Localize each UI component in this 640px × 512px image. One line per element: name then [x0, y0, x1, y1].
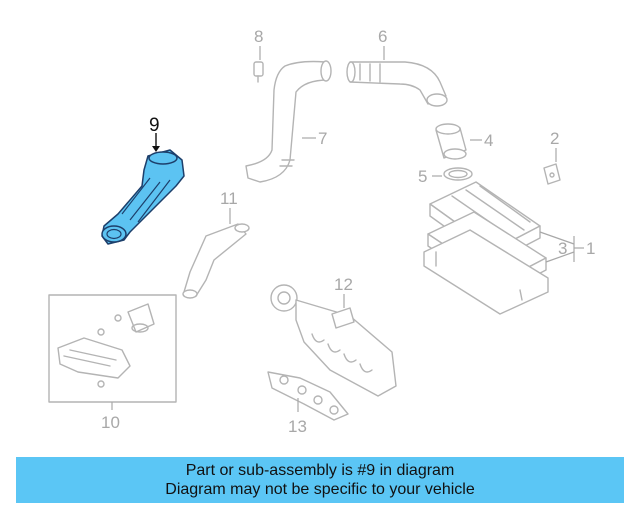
- callout-4: 4: [484, 131, 493, 150]
- parts-diagram: 8 6 7 9 4 5: [48, 27, 595, 436]
- part-10-inset-box[interactable]: [48, 294, 177, 403]
- callout-8: 8: [254, 27, 263, 46]
- callout-2: 2: [550, 129, 559, 148]
- part-12-intake-manifold[interactable]: [270, 284, 397, 397]
- callout-11: 11: [220, 189, 238, 208]
- leader-3a: [539, 231, 575, 245]
- part-13-gasket[interactable]: [267, 371, 349, 421]
- banner-line-1: Part or sub-assembly is #9 in diagram: [185, 462, 455, 479]
- part-9-air-duct-highlighted[interactable]: [101, 149, 185, 245]
- part-2-bracket[interactable]: [543, 163, 561, 185]
- part-5-seal-ring[interactable]: [443, 167, 473, 181]
- info-banner: Part or sub-assembly is #9 in diagram Di…: [16, 457, 624, 503]
- callout-6: 6: [378, 27, 387, 46]
- callout-10: 10: [101, 413, 120, 432]
- callout-3: 3: [558, 239, 567, 258]
- banner-line-2: Diagram may not be specific to your vehi…: [165, 481, 475, 498]
- part-11-intake-tube[interactable]: [182, 223, 250, 299]
- leader-3b: [545, 251, 575, 263]
- part-4-coupling[interactable]: [435, 123, 467, 160]
- part-6-intake-duct[interactable]: [346, 61, 448, 107]
- callout-5: 5: [418, 167, 427, 186]
- part-7-intake-hose[interactable]: [245, 60, 332, 183]
- callout-9: 9: [149, 115, 160, 136]
- callout-1: 1: [586, 239, 595, 258]
- callout-13: 13: [288, 417, 307, 436]
- leader-9-arrowhead: [152, 146, 160, 152]
- part-8-clip[interactable]: [253, 61, 264, 83]
- callout-12: 12: [334, 275, 353, 294]
- part-1-air-cleaner-assembly[interactable]: [423, 181, 549, 315]
- callout-7: 7: [318, 129, 327, 148]
